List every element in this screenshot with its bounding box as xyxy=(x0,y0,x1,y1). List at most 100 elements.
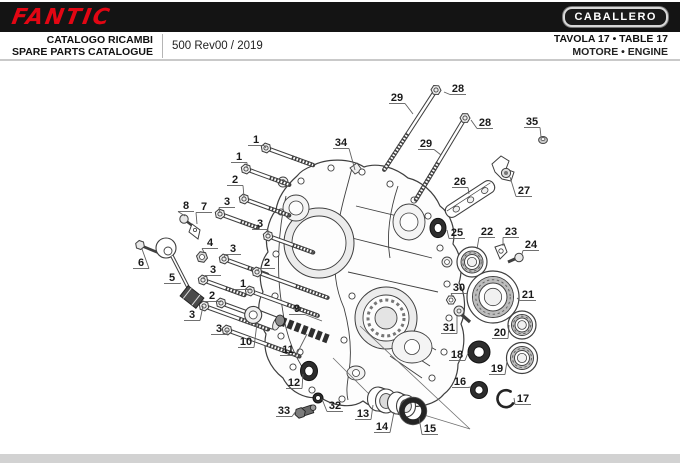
flange-hole xyxy=(327,164,335,172)
catalog-title-en: SPARE PARTS CATALOGUE xyxy=(12,45,153,58)
part-number: 17 xyxy=(517,393,529,405)
plate-part26 xyxy=(444,180,496,218)
flange-hole xyxy=(358,168,366,176)
part-callout-30: 30 xyxy=(450,282,467,298)
part-callout-3: 3 xyxy=(252,218,269,235)
caballero-badge: CABALLERO xyxy=(563,7,668,27)
part-number: 25 xyxy=(451,227,463,239)
part-number: 6 xyxy=(138,257,144,269)
flange-hole xyxy=(338,395,346,403)
part-callout-24: 24 xyxy=(521,239,539,255)
case-bolt xyxy=(214,208,260,230)
bottom-boss-hole xyxy=(404,339,420,355)
oring-part15 xyxy=(398,396,428,426)
part-callout-25: 25 xyxy=(446,227,465,239)
long-stud xyxy=(413,113,471,202)
part-callout-3: 3 xyxy=(184,305,204,321)
part-callout-17: 17 xyxy=(513,393,531,405)
part-number: 28 xyxy=(452,83,464,95)
case-bolt xyxy=(260,142,316,168)
flange-hole xyxy=(428,374,436,382)
bolt-part24 xyxy=(507,252,524,264)
splined-shaft-part11 xyxy=(275,314,330,344)
part-callout-2: 2 xyxy=(256,257,275,272)
part-callout-29: 29 xyxy=(389,92,414,115)
part-number: 34 xyxy=(335,137,348,149)
crankcase-rib xyxy=(351,237,433,259)
crank-bore-hole xyxy=(374,306,398,330)
part-callout-9: 9 xyxy=(289,303,323,322)
flange-hole xyxy=(424,212,432,220)
part-number: 8 xyxy=(183,200,189,212)
flange-hole xyxy=(297,177,305,185)
part-callout-29: 29 xyxy=(418,138,442,156)
part-callout-28: 28 xyxy=(470,117,493,129)
flange-hole xyxy=(272,250,280,258)
part-callout-3: 3 xyxy=(218,196,235,214)
crankcase-fin xyxy=(389,355,423,379)
long-stud xyxy=(382,84,442,172)
plug-part33 xyxy=(294,404,317,419)
part-callout-2: 2 xyxy=(227,174,245,198)
assembly-pointer-line xyxy=(359,325,471,430)
part-callout-26: 26 xyxy=(452,176,470,195)
flange-hole xyxy=(445,314,453,322)
vertical-divider xyxy=(161,33,163,58)
part-number: 33 xyxy=(278,405,290,417)
part-number: 16 xyxy=(454,376,466,388)
flange-hole xyxy=(289,363,297,371)
part-callout-7: 7 xyxy=(195,201,212,225)
part-number: 3 xyxy=(224,196,230,208)
case-bolt xyxy=(262,230,316,255)
part-callout-1: 1 xyxy=(231,151,248,168)
part-callout-2: 2 xyxy=(204,290,222,303)
part-callout-32: 32 xyxy=(321,398,343,412)
part-number: 15 xyxy=(424,423,436,435)
part-callout-12: 12 xyxy=(286,373,304,389)
flange-hole xyxy=(436,244,444,252)
part-number: 29 xyxy=(391,92,403,104)
part-callout-3: 3 xyxy=(202,264,221,280)
flange-hole xyxy=(386,180,394,188)
bearing-part20 xyxy=(507,310,537,340)
part-callout-14: 14 xyxy=(374,411,395,433)
snap-ring-part17 xyxy=(496,388,515,409)
case-bolt xyxy=(240,163,292,187)
crankcase-inner-contour-right xyxy=(388,185,399,259)
part-number: 3 xyxy=(189,309,195,321)
part-callout-21: 21 xyxy=(516,289,536,301)
oring-part32 xyxy=(312,392,324,404)
part-callout-5: 5 xyxy=(164,272,182,284)
part-number: 3 xyxy=(257,218,263,230)
part-callout-23: 23 xyxy=(502,226,519,246)
seal-part18 xyxy=(467,340,491,364)
part-number: 26 xyxy=(454,176,466,188)
flange-hole xyxy=(308,386,316,394)
bearing-part21 xyxy=(466,270,520,324)
part-number: 18 xyxy=(451,349,463,361)
case-bolt xyxy=(238,193,292,218)
nut-part30 xyxy=(445,295,457,305)
assembly-pointer-line xyxy=(332,357,373,398)
part-number: 11 xyxy=(282,344,294,356)
seal-part25 xyxy=(429,217,447,239)
fantic-logo: FANTIC xyxy=(9,4,114,30)
part-number: 23 xyxy=(505,226,517,238)
clamp-part27 xyxy=(491,155,515,182)
clutch-bore-inner xyxy=(291,215,347,271)
kick-boss-hole xyxy=(352,369,360,377)
part-number: 1 xyxy=(236,151,242,163)
part-number: 2 xyxy=(209,290,215,302)
part-number: 31 xyxy=(443,322,455,334)
part-callout-19: 19 xyxy=(489,360,508,375)
part-number: 3 xyxy=(230,243,236,255)
part-callout-16: 16 xyxy=(452,376,472,388)
part-callout-20: 20 xyxy=(492,324,510,339)
part-number: 2 xyxy=(232,174,238,186)
crankcase-rib xyxy=(347,271,439,293)
part-number: 1 xyxy=(253,134,259,146)
bearing-part19 xyxy=(505,341,539,375)
part-callout-27: 27 xyxy=(509,176,532,197)
section-line: MOTORE • ENGINE xyxy=(572,45,668,58)
